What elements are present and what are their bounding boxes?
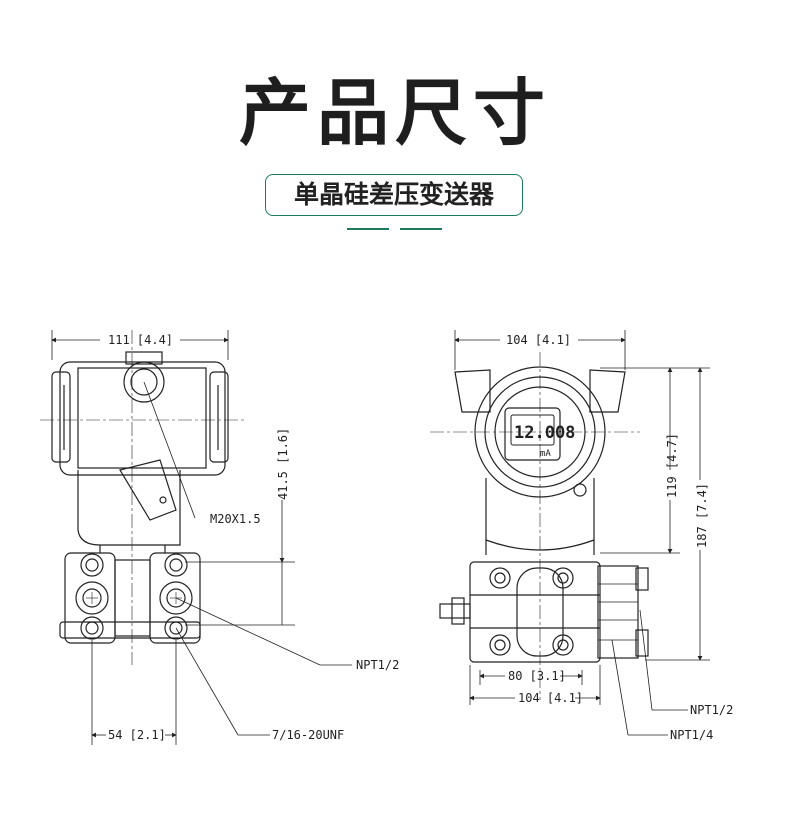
left-port-label: NPT1/2 <box>356 658 399 672</box>
right-view <box>430 330 710 736</box>
right-base-width-dim: 104 [4.1] <box>518 691 583 705</box>
product-subtitle: 单晶硅差压变送器 <box>265 174 523 216</box>
accent-line-left <box>347 228 389 230</box>
right-port-label-2: NPT1/4 <box>670 728 713 742</box>
right-height-dim-1: 119 [4.7] <box>665 433 679 498</box>
display-unit: mA <box>540 449 551 459</box>
left-view <box>40 330 352 745</box>
left-thread-label: M20X1.5 <box>210 512 261 526</box>
accent-line-right <box>400 228 442 230</box>
left-height-dim: 41.5 [1.6] <box>276 428 290 500</box>
display-value: 12.008 <box>514 423 575 443</box>
right-port-label-1: NPT1/2 <box>690 703 733 717</box>
right-width-dim: 104 [4.1] <box>506 333 571 347</box>
right-flange-dim: 80 [3.1] <box>508 669 566 683</box>
left-spacing-dim: 54 [2.1] <box>108 728 166 742</box>
page-title: 产品尺寸 <box>238 71 551 155</box>
left-width-dim: 111 [4.4] <box>108 333 173 347</box>
left-bolt-label: 7/16-20UNF <box>272 728 344 742</box>
right-height-dim-2: 187 [7.4] <box>695 483 709 548</box>
